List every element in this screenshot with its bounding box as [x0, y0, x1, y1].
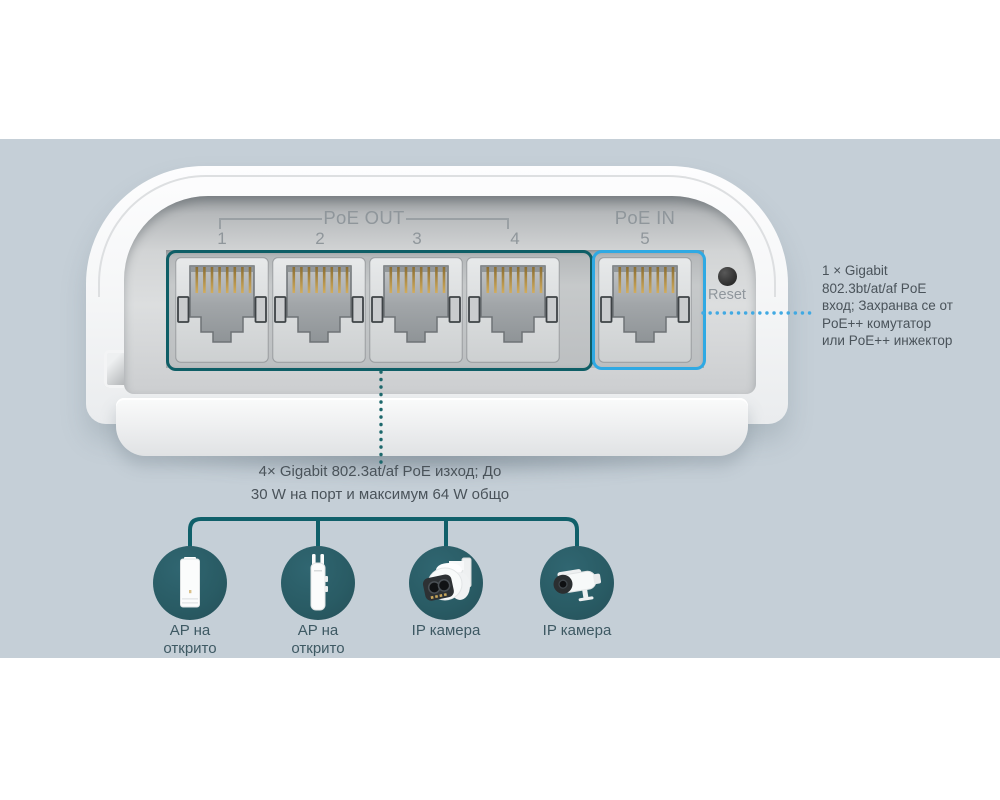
poe-in-note-line: или PoE++ инжектор	[822, 333, 953, 349]
powered-device-circle-1	[153, 546, 227, 620]
label-line: открито	[291, 639, 345, 657]
poe-in-note: 1 × Gigabit 802.3bt/at/af PoE вход; Захр…	[822, 262, 1000, 350]
outdoor-ap-icon	[180, 557, 200, 608]
port-number-2: 2	[315, 229, 325, 248]
bullet-camera-icon	[553, 569, 602, 602]
outdoor-cpe-icon	[310, 554, 328, 611]
poe-in-note-line: 802.3bt/at/af PoE	[822, 280, 927, 296]
label-line: IP камера	[411, 622, 481, 639]
powered-device-label-1: AP на открито	[115, 622, 265, 657]
rj45-port-4	[466, 257, 560, 363]
rj45-port-1	[175, 257, 269, 363]
port-number-5: 5	[640, 229, 650, 248]
port-number-3: 3	[412, 229, 422, 248]
reset-label: Reset	[708, 287, 746, 303]
label-line: AP на	[297, 622, 339, 639]
poe-out-note: 4× Gigabit 802.3at/af PoE изход; До 30 W…	[205, 461, 555, 506]
rj45-port-3	[369, 257, 463, 363]
rj45-port-5	[598, 257, 692, 363]
powered-device-circle-3	[409, 546, 483, 620]
powered-device-label-2: AP на открито	[243, 622, 393, 657]
poe-out-note-line: 30 W на порт и максимум 64 W общо	[250, 485, 510, 503]
poe-out-highlight-box	[166, 250, 593, 371]
port-number-4: 4	[510, 229, 520, 248]
powered-device-label-3: IP камера	[371, 622, 521, 640]
switch-bottom-cover	[116, 398, 748, 456]
poe-in-note-line: PoE++ комутатор	[822, 315, 932, 331]
label-line: открито	[163, 639, 217, 657]
poe-in-note-line: 1 × Gigabit	[822, 263, 888, 278]
powered-device-circle-2	[281, 546, 355, 620]
powered-device-label-4: IP камера	[502, 622, 652, 640]
poe-out-note-line: 4× Gigabit 802.3at/af PoE изход; До	[258, 463, 502, 480]
label-line: IP камера	[542, 622, 612, 639]
rj45-port-2	[272, 257, 366, 363]
label-line: AP на	[169, 622, 211, 639]
powered-device-circle-4	[540, 546, 614, 620]
poe-in-label: PoE IN	[614, 207, 676, 228]
poe-in-note-line: вход; Захранва се от	[822, 298, 953, 314]
poe-out-label: PoE OUT	[323, 207, 405, 228]
port-number-1: 1	[217, 229, 227, 248]
reset-button	[718, 267, 737, 286]
ptz-camera-icon	[422, 557, 472, 601]
poe-in-highlight-box	[592, 250, 706, 370]
